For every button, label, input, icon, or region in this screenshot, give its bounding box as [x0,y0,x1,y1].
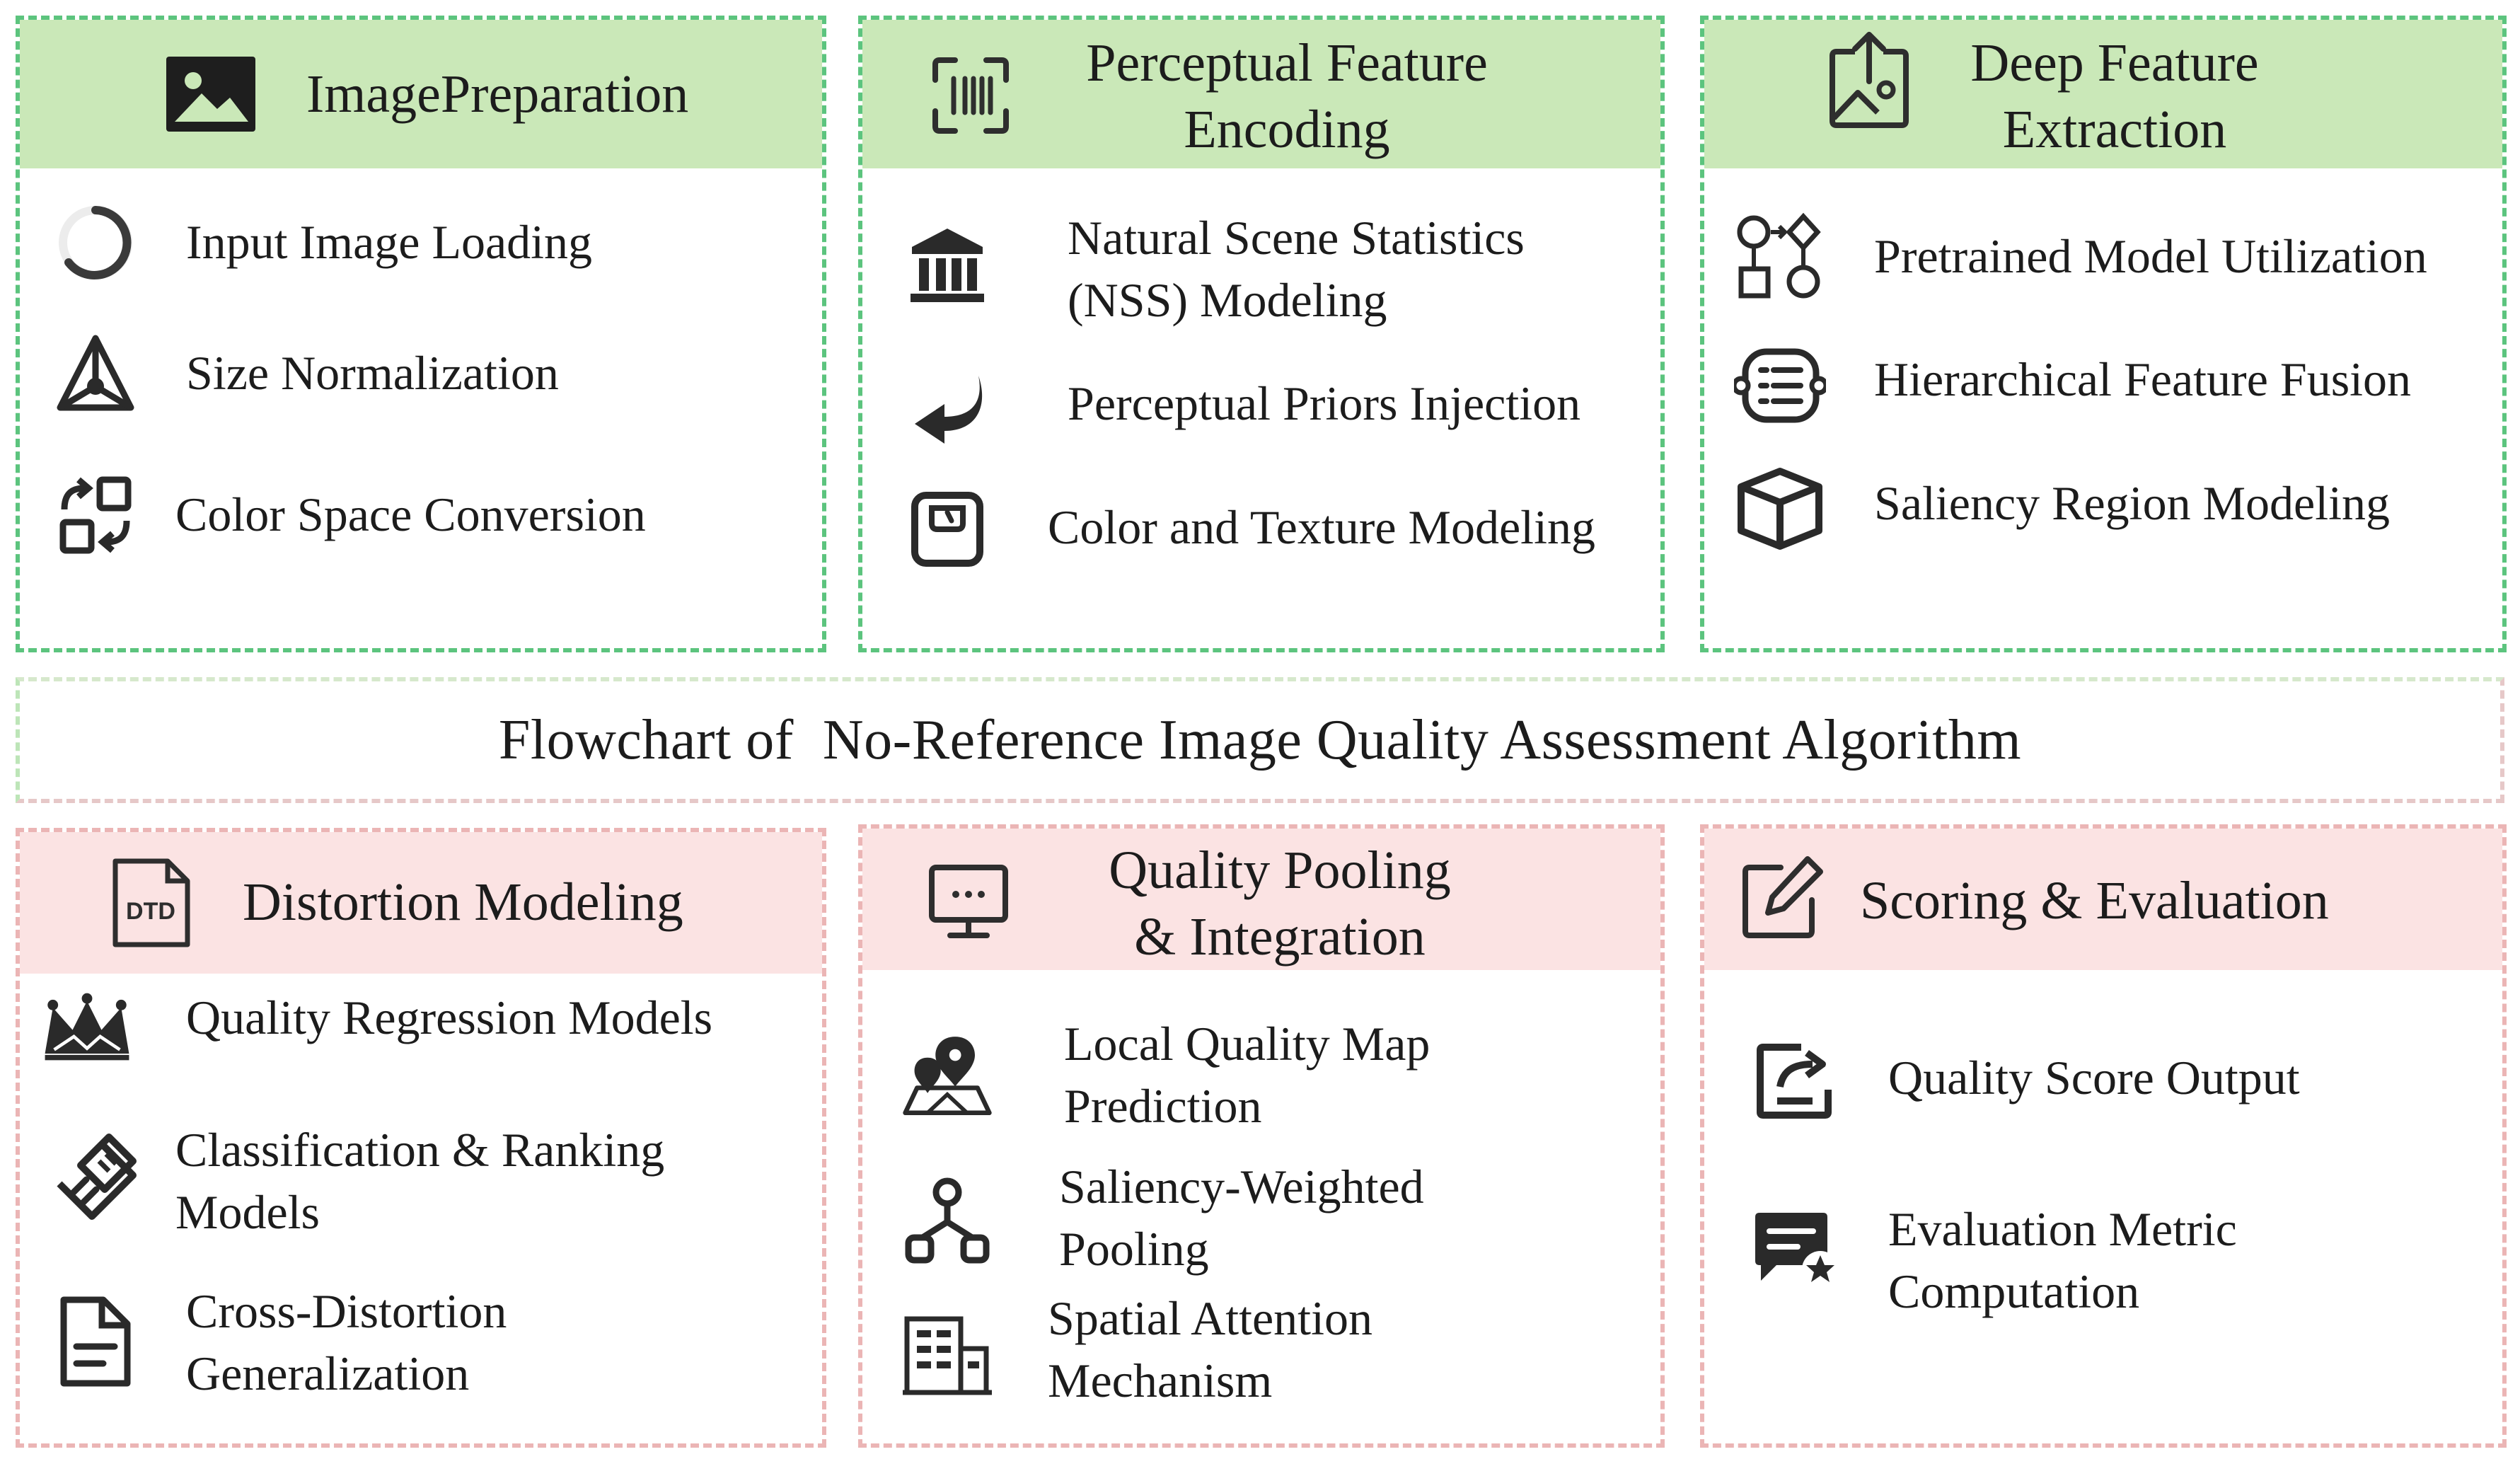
image-preparation-header: ImagePreparation [20,20,822,168]
item-label: Cross-Distortion Generalization [186,1284,507,1400]
item-label: Hierarchical Feature Fusion [1874,352,2412,406]
image-upload-icon [1823,32,1915,128]
loading-spinner-icon [50,197,141,289]
item-label: Size Normalization [186,346,559,400]
deep-feature-extraction-header: Deep Feature Extraction [1704,20,2502,168]
shapes-flow-icon [1734,211,1826,303]
dtd-file-icon: DTD [105,857,197,949]
panel-title: ImagePreparation [306,64,689,124]
export-icon [1748,1034,1840,1126]
pyramid-icon [50,328,141,420]
scoring-evaluation-header: Scoring & Evaluation [1704,829,2502,970]
cube-icon [1734,462,1826,554]
image-icon [165,48,257,140]
center-title-bar: Flowchart of No-Reference Image Quality … [16,677,2504,803]
distortion-modeling-panel: DTD Distortion Modeling Quality Regressi… [16,828,826,1448]
item-label: Saliency Region Modeling [1874,476,2391,530]
barcode-scan-icon [925,50,1017,142]
document-icon [50,1296,141,1388]
item-label: Evaluation Metric Computation [1888,1202,2237,1318]
item-label: Quality Regression Models [186,991,713,1044]
panel-title: Perceptual Feature Encoding [1086,33,1488,159]
panel-title: Scoring & Evaluation [1860,871,2329,930]
bank-icon [901,219,993,311]
crown-icon [41,981,133,1073]
return-arrow-icon [901,358,993,450]
network-icon [901,1175,993,1267]
item-label: Saliency-Weighted Pooling [1059,1160,1424,1276]
deep-feature-extraction-panel: Deep Feature Extraction Pretrained Model… [1700,16,2507,652]
item-label: Input Image Loading [186,215,593,269]
diagram-title: Flowchart of No-Reference Image Quality … [498,708,2022,771]
image-preparation-panel: ImagePreparation Input Image Loading Siz… [16,16,826,652]
item-label: Pretrained Model Utilization [1874,229,2427,283]
perceptual-feature-encoding-header: Perceptual Feature Encoding [862,20,1660,168]
item-label: Natural Scene Statistics (NSS) Modeling [1068,211,1525,327]
monitor-icon [923,855,1015,947]
panel-title: Quality Pooling & Integration [1109,841,1451,967]
item-label: Color Space Conversion [175,488,646,541]
vial-rack-icon [50,1133,141,1225]
panel-title: Deep Feature Extraction [1970,33,2259,159]
edit-icon [1736,851,1828,943]
scale-icon [901,483,993,575]
perceptual-feature-encoding-panel: Perceptual Feature Encoding Natural Scen… [858,16,1665,652]
quality-pooling-header: Quality Pooling & Integration [862,829,1660,970]
swap-squares-icon [50,469,141,561]
item-label: Color and Texture Modeling [1048,500,1595,554]
item-label: Perceptual Priors Injection [1068,376,1581,430]
message-star-icon [1748,1204,1840,1296]
distortion-modeling-header: DTD Distortion Modeling [20,832,822,974]
item-label: Local Quality Map Prediction [1064,1017,1430,1133]
item-label: Spatial Attention Mechanism [1048,1291,1372,1407]
building-icon [901,1308,993,1400]
scoring-evaluation-panel: Scoring & Evaluation Quality Score Outpu… [1700,824,2507,1448]
quality-pooling-panel: Quality Pooling & Integration Local Qual… [858,824,1665,1448]
panel-title: Distortion Modeling [243,872,683,932]
item-label: Classification & Ranking Models [175,1123,665,1239]
item-label: Quality Score Output [1888,1051,2300,1105]
map-pins-icon [901,1028,993,1120]
list-toggle-icon [1734,338,1826,430]
svg-text:DTD: DTD [126,898,175,925]
